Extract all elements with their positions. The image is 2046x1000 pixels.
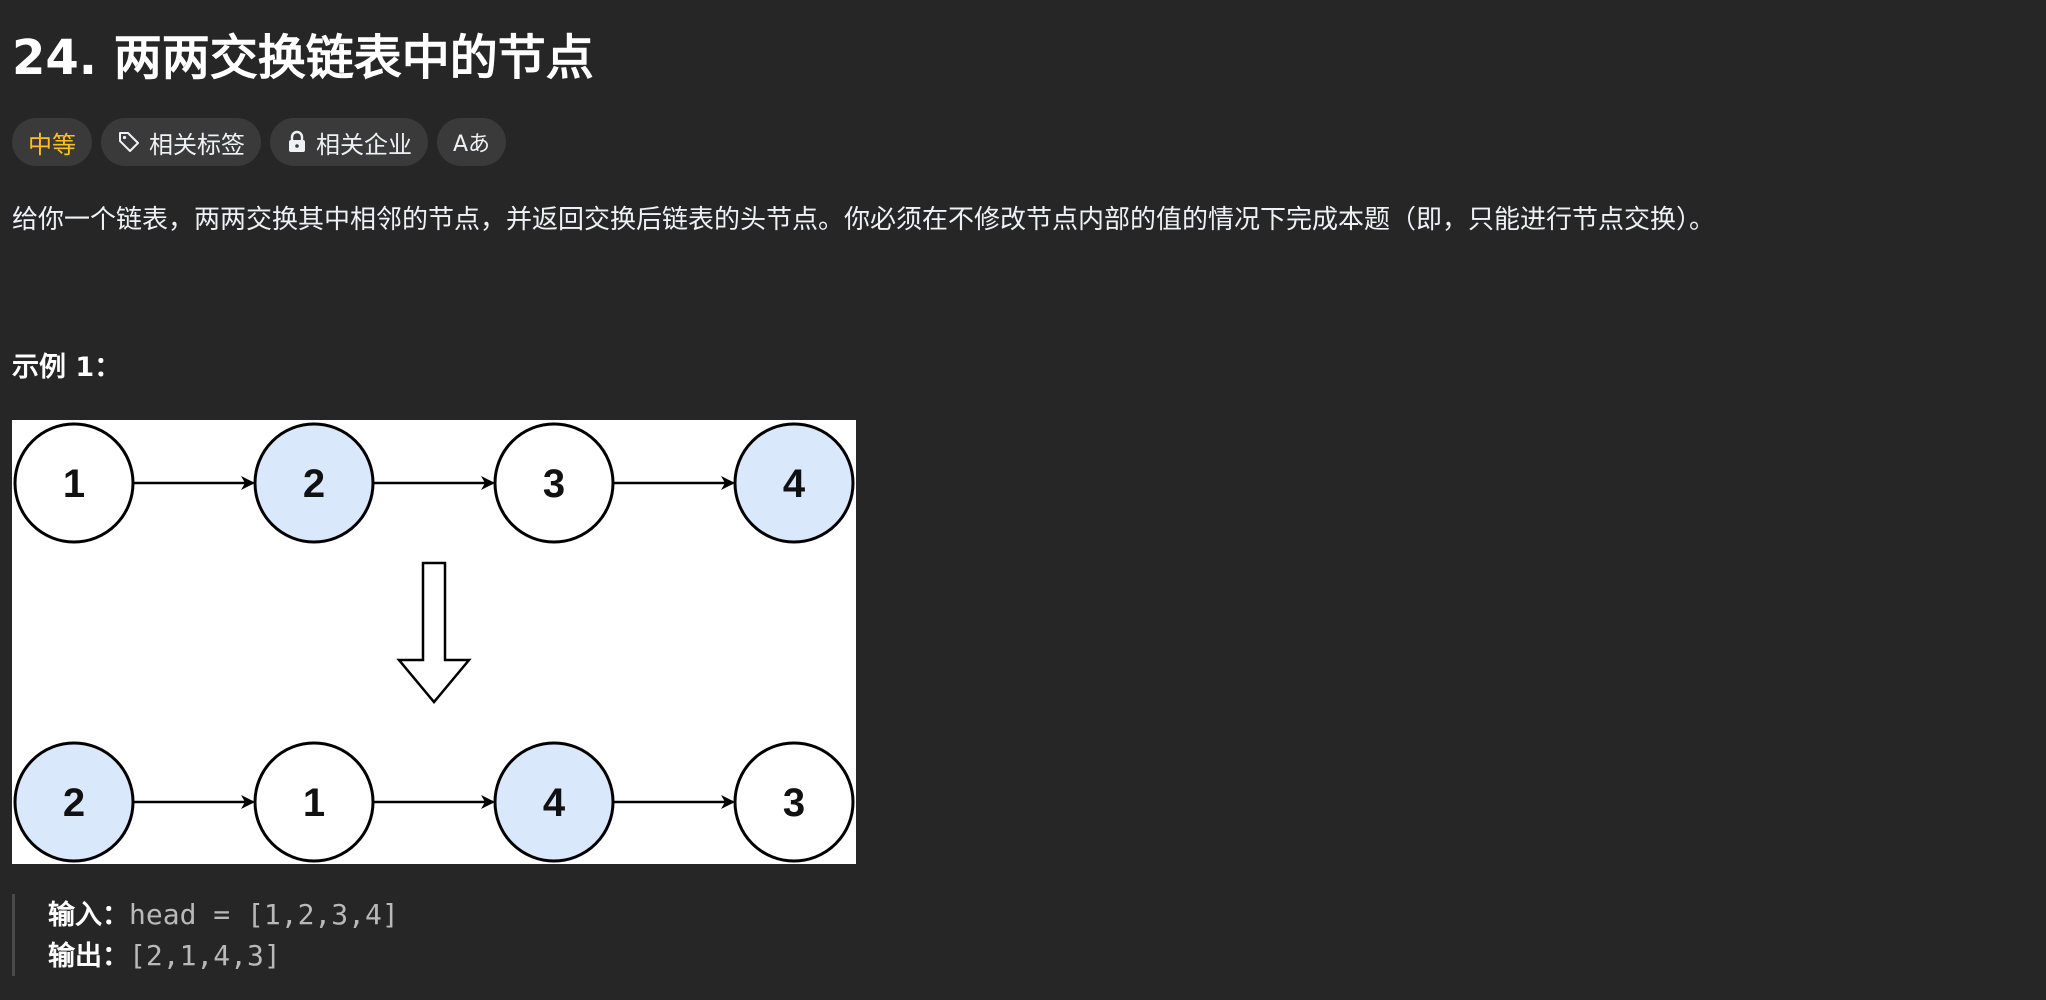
problem-title: 24. 两两交换链表中的节点: [12, 30, 594, 86]
tag-icon: [117, 130, 141, 154]
before-node-label-3: 3: [543, 462, 565, 506]
after-node-3: [733, 741, 855, 863]
down-arrow: [396, 561, 472, 704]
related-companies-label: 相关企业: [316, 130, 412, 159]
input-value: head = [1,2,3,4]: [129, 898, 399, 931]
before-node-3: [493, 422, 615, 544]
after-node-label-1: 1: [303, 781, 325, 825]
output-value: [2,1,4,3]: [129, 939, 281, 972]
after-node-label-4: 4: [543, 781, 566, 825]
translate-icon: Aあ: [453, 132, 491, 157]
before-node-label-4: 4: [783, 462, 806, 506]
difficulty-badge[interactable]: 中等: [12, 118, 92, 166]
tag-bar: 中等 相关标签 相关企业 Aあ: [12, 118, 507, 166]
before-node-label-1: 1: [63, 462, 85, 506]
problem-description: 给你一个链表，两两交换其中相邻的节点，并返回交换后链表的头节点。你必须在不修改节…: [12, 205, 1716, 235]
after-node-2: [13, 741, 135, 863]
output-label: 输出：: [48, 941, 129, 972]
after-node-1: [253, 741, 375, 863]
before-node-label-2: 2: [303, 462, 325, 506]
example-diagram: 1 2 3 4 2 1 4 3: [12, 420, 856, 864]
related-companies-button[interactable]: 相关企业: [270, 118, 428, 166]
related-tags-button[interactable]: 相关标签: [101, 118, 261, 166]
after-node-label-2: 2: [63, 781, 85, 825]
before-node-2: [253, 422, 375, 544]
input-label: 输入：: [48, 900, 129, 931]
after-node-label-3: 3: [783, 781, 805, 825]
after-node-4: [493, 741, 615, 863]
related-tags-label: 相关标签: [149, 130, 245, 159]
example-input-row: 输入：head = [1,2,3,4]: [48, 894, 399, 935]
difficulty-label: 中等: [28, 130, 76, 159]
linked-list-swap-diagram: 1 2 3 4 2 1 4 3: [13, 422, 855, 863]
example-io-block: 输入：head = [1,2,3,4] 输出：[2,1,4,3]: [12, 894, 399, 976]
before-node-1: [13, 422, 135, 544]
before-node-4: [733, 422, 855, 544]
lock-icon: [286, 130, 308, 154]
example-output-row: 输出：[2,1,4,3]: [48, 935, 399, 976]
example-title: 示例 1：: [12, 352, 122, 383]
translate-button[interactable]: Aあ: [437, 118, 507, 166]
